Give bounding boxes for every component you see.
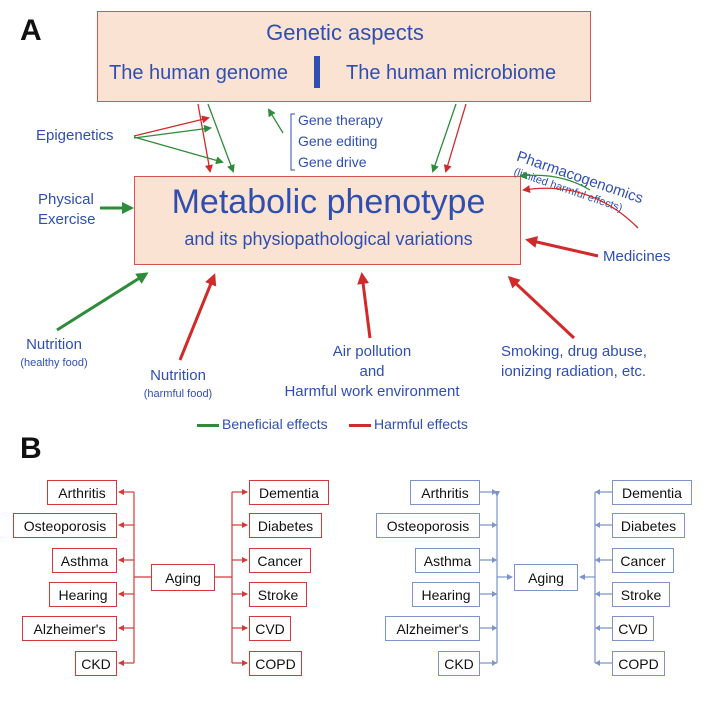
metabolic-phenotype-subtitle: and its physiopathological variations	[184, 229, 473, 249]
air-pollution-label-3: Harmful work environment	[284, 383, 460, 400]
smoking-arrow	[507, 275, 576, 340]
panel-b-label: B	[20, 432, 42, 465]
nutrition-healthy-label: Nutrition	[26, 336, 82, 353]
red-aging-box: Aging	[151, 564, 215, 591]
epigenetics-label: Epigenetics	[36, 127, 114, 144]
blue-left-item-3: Asthma	[415, 548, 480, 573]
blue-right-item-5: CVD	[612, 616, 654, 641]
gene-editing-label: Gene editing	[298, 133, 378, 149]
pharmacogenomics-green-arrow	[519, 171, 591, 191]
red-right-item-1: Dementia	[249, 480, 329, 505]
blue-left-item-5: Alzheimer's	[385, 616, 480, 641]
red-right-item-4: Stroke	[249, 582, 307, 607]
gene-therapy-label: Gene therapy	[298, 112, 383, 128]
red-connectors	[118, 489, 248, 666]
epigenetics-green-arrow-2	[133, 124, 212, 139]
red-left-item-2: Osteoporosis	[13, 513, 117, 538]
blue-branch-arrowheads	[492, 489, 600, 666]
nutrition-healthy-arrow	[56, 272, 149, 332]
genome-to-phenotype-red-arrow	[197, 103, 213, 173]
epigenetics-green-arrow	[133, 136, 224, 165]
smoking-label-1: Smoking, drug abuse,	[501, 343, 647, 360]
red-right-item-6: COPD	[249, 651, 302, 676]
epigenetics-red-arrow	[133, 115, 210, 137]
metabolic-phenotype-box: Metabolic phenotype and its physiopathol…	[134, 176, 521, 265]
blue-right-item-4: Stroke	[612, 582, 670, 607]
legend-beneficial-label: Beneficial effects	[222, 416, 328, 432]
genetic-aspects-title: Genetic aspects	[266, 20, 424, 45]
red-right-item-2: Diabetes	[249, 513, 322, 538]
genome-to-phenotype-green-arrow	[207, 103, 235, 173]
smoking-label-2: ionizing radiation, etc.	[501, 363, 647, 380]
nutrition-harmful-note: (harmful food)	[143, 388, 213, 400]
blue-left-item-2: Osteoporosis	[376, 513, 480, 538]
human-microbiome-label: The human microbiome	[346, 62, 557, 84]
red-left-item-3: Asthma	[52, 548, 117, 573]
gene-tools-arrow	[267, 108, 284, 134]
legend-harmful-label: Harmful effects	[374, 416, 468, 432]
microbiome-to-phenotype-red-arrow	[443, 103, 467, 173]
blue-left-item-1: Arthritis	[410, 480, 480, 505]
blue-left-item-6: CKD	[438, 651, 480, 676]
legend-harmful-line	[349, 424, 371, 427]
air-pollution-label-2: and	[359, 363, 385, 380]
red-right-item-3: Cancer	[249, 548, 311, 573]
red-right-item-5: CVD	[249, 616, 291, 641]
red-left-item-5: Alzheimer's	[22, 616, 117, 641]
genetic-aspects-box: Genetic aspects The human genome The hum…	[97, 11, 591, 102]
panel-a-label: A	[20, 14, 42, 47]
gene-tools-bracket	[290, 113, 295, 171]
medicines-arrow	[525, 236, 599, 258]
physical-exercise-label-2: Exercise	[38, 211, 96, 228]
blue-right-item-6: COPD	[612, 651, 665, 676]
blue-right-item-3: Cancer	[612, 548, 674, 573]
blue-right-item-2: Diabetes	[612, 513, 685, 538]
gene-drive-label: Gene drive	[298, 154, 367, 170]
nutrition-harmful-arrow	[178, 273, 217, 361]
red-left-item-6: CKD	[75, 651, 117, 676]
blue-connectors	[480, 491, 612, 664]
red-left-item-1: Arthritis	[47, 480, 117, 505]
air-pollution-label-1: Air pollution	[332, 343, 412, 360]
nutrition-healthy-note: (healthy food)	[20, 357, 88, 369]
blue-right-item-1: Dementia	[612, 480, 692, 505]
divider-bar	[314, 56, 320, 88]
medicines-label: Medicines	[603, 248, 671, 265]
blue-aging-box: Aging	[514, 564, 578, 591]
metabolic-phenotype-title: Metabolic phenotype	[171, 183, 486, 221]
red-left-item-4: Hearing	[49, 582, 117, 607]
air-pollution-arrow	[357, 272, 372, 339]
nutrition-harmful-label: Nutrition	[150, 367, 206, 384]
blue-left-item-4: Hearing	[412, 582, 480, 607]
physical-exercise-label-1: Physical	[38, 191, 94, 208]
pharmacogenomics-red-arrow	[522, 185, 639, 229]
microbiome-to-phenotype-green-arrow	[431, 103, 457, 173]
legend-beneficial-line	[197, 424, 219, 427]
human-genome-label: The human genome	[109, 62, 289, 84]
